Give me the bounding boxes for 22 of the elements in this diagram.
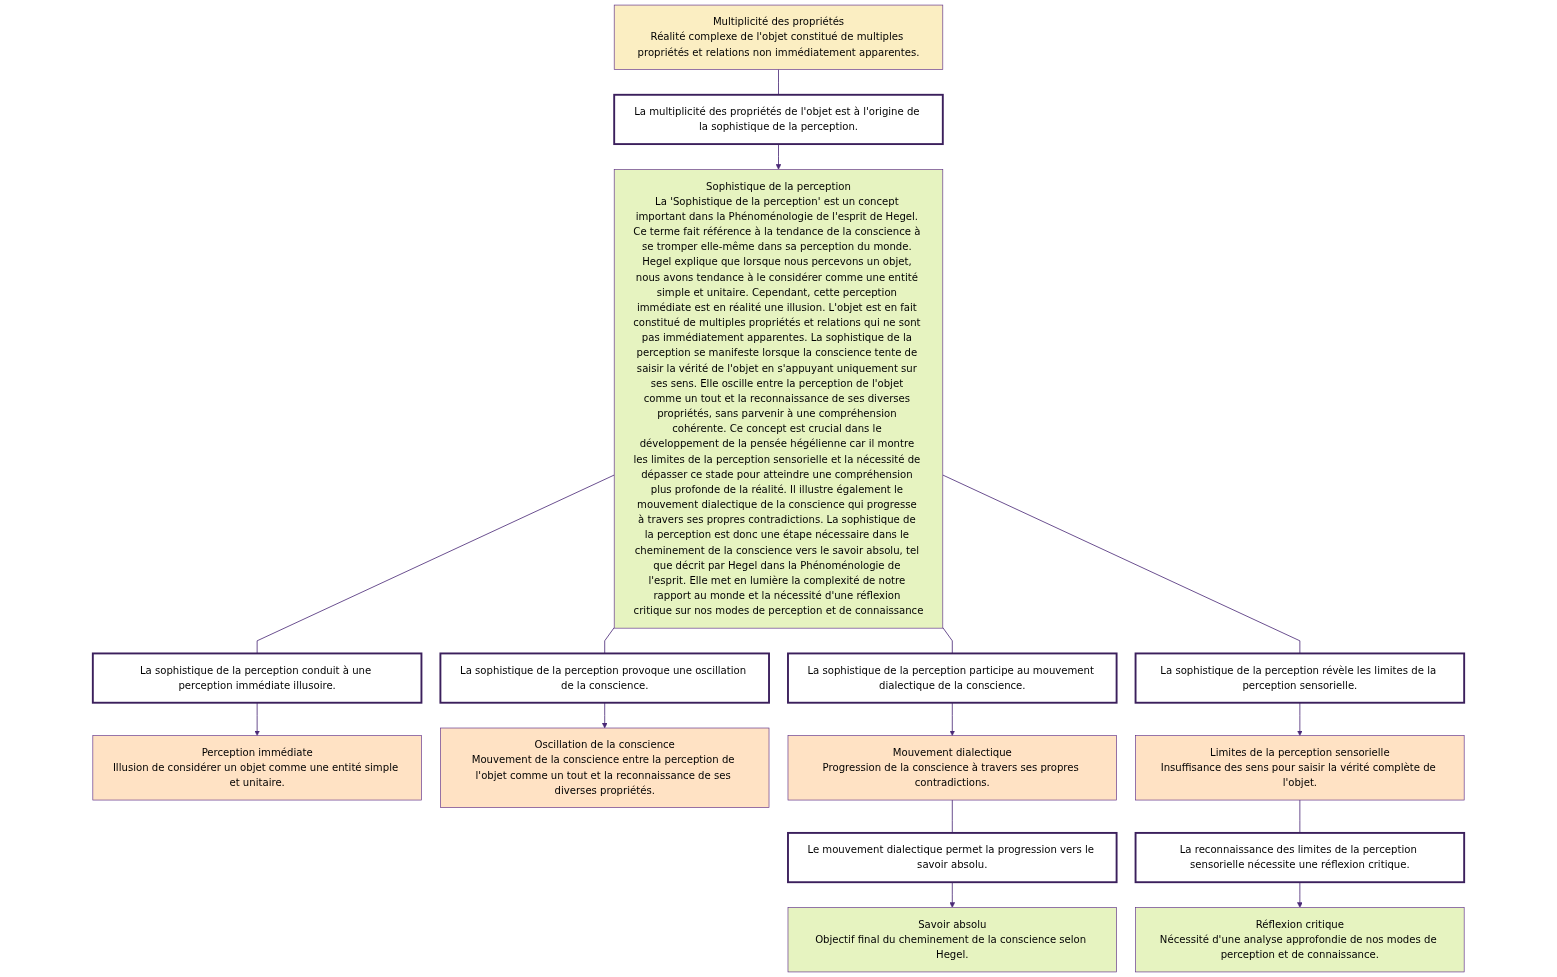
- node-box: Réflexion critique Nécessité d'une analyse approfondie de nos modes de perception et de connaissance.: [1135, 907, 1465, 973]
- node-box: La sophistique de la perception conduit à une perception immédiate illusoire.: [91, 652, 423, 704]
- node-box: La reconnaissance des limites de la perception sensorielle nécessite une réflexion critique.: [1134, 831, 1466, 884]
- node-box: Sophistique de la perception La 'Sophistique de la perception' est un concept important dans la Phénoménologie de l'esprit de Hegel. Ce terme fait référence à la tendance de la conscience à se tromper elle-même dans sa perception du monde. Hegel explique que lorsque nous percevons un objet, nous avons tendance à le considérer comme une entité simple et unitaire. Cependant, cette perception immédiate est en réalité une illusion. L'objet est en fait constitué de multiples propriétés et relations qui ne sont pas immédiatement apparentes. La sophistique de la perception se manifeste lorsque la conscience tente de saisir la vérité de l'objet en s'appuyant uniquement sur ses sens. Elle oscille entre la perception de l'objet comme un tout et la reconnaissance de ses diverses propriétés, sans parvenir à une compréhension cohérente. Ce concept est crucial dans le développement de la pensée hégélienne car il montre les limites de la perception sensorielle et la nécessité de dépasser ce stade pour atteindre une compréhension plus profonde de la réalité. Il illustre également le mouvement dialectique de la conscience qui progresse à travers ses propres contradictions. La sophistique de la perception est donc une étape nécessaire dans le cheminement de la conscience vers le savoir absolu, tel que décrit par Hegel dans la Phénoménologie de l'esprit. Elle met en lumière la complexité de notre rapport au monde et la nécessité d'une réflexion critique sur nos modes de perception et de connaissance: [613, 169, 944, 629]
- node-box: Savoir absolu Objectif final du cheminement de la conscience selon Hegel.: [787, 907, 1117, 973]
- connector: [942, 627, 953, 654]
- connector: [951, 799, 953, 834]
- node-box: Limites de la perception sensorielle Insuffisance des sens pour saisir la vérité complète de l'objet.: [1135, 735, 1465, 801]
- node-box: La multiplicité des propriétés de l'objet est à l'origine de la sophistique de la perception.: [613, 93, 944, 146]
- connector: [1299, 799, 1301, 834]
- node-box: La sophistique de la perception participe au mouvement dialectique de la conscience.: [787, 652, 1118, 704]
- connector: [778, 69, 779, 96]
- node-box: Multiplicité des propriétés Réalité complexe de l'objet constitué de multiples propriétés et relations non immédiatement apparentes.: [613, 4, 944, 70]
- node-box: Mouvement dialectique Progression de la conscience à travers ses propres contradictions.: [787, 735, 1117, 801]
- node-box: Le mouvement dialectique permet la progression vers le savoir absolu.: [787, 831, 1118, 884]
- connector: [256, 474, 615, 654]
- node-box: Oscillation de la conscience Mouvement de la conscience entre la perception de l'objet comme un tout et la reconnaissance de ses diverses propriétés.: [440, 727, 770, 808]
- connector: [942, 474, 1301, 654]
- connector: [604, 627, 615, 654]
- node-box: Perception immédiate Illusion de considérer un objet comme une entité simple et unitaire.: [92, 735, 422, 801]
- node-box: La sophistique de la perception révèle les limites de la perception sensorielle.: [1134, 652, 1466, 704]
- node-box: La sophistique de la perception provoque une oscillation de la conscience.: [439, 652, 770, 704]
